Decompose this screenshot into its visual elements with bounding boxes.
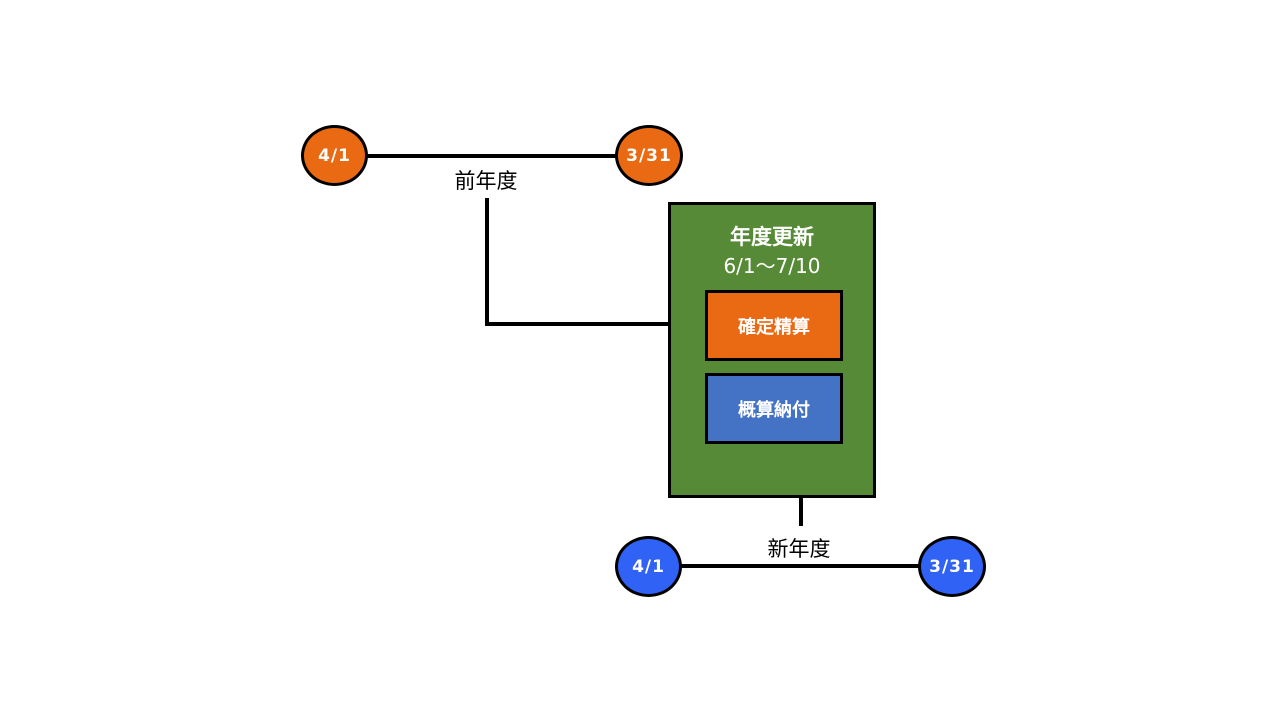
previous-year-label: 前年度	[454, 169, 518, 193]
final-settlement-box: 確定精算	[705, 290, 843, 361]
previous-year-end-node: 3/31	[615, 125, 683, 186]
new-year-end-node: 3/31	[918, 536, 986, 597]
renewal-title: 年度更新	[730, 225, 814, 249]
renewal-box: 年度更新 6/1～7/10 確定精算 概算納付	[668, 202, 876, 498]
new-year-label: 新年度	[767, 537, 831, 561]
estimated-payment-box: 概算納付	[705, 373, 843, 444]
new-year-start-node: 4/1	[615, 536, 682, 597]
renewal-period: 6/1～7/10	[723, 254, 821, 278]
previous-year-start-node: 4/1	[301, 125, 368, 186]
previous-year-arrow	[485, 198, 706, 329]
